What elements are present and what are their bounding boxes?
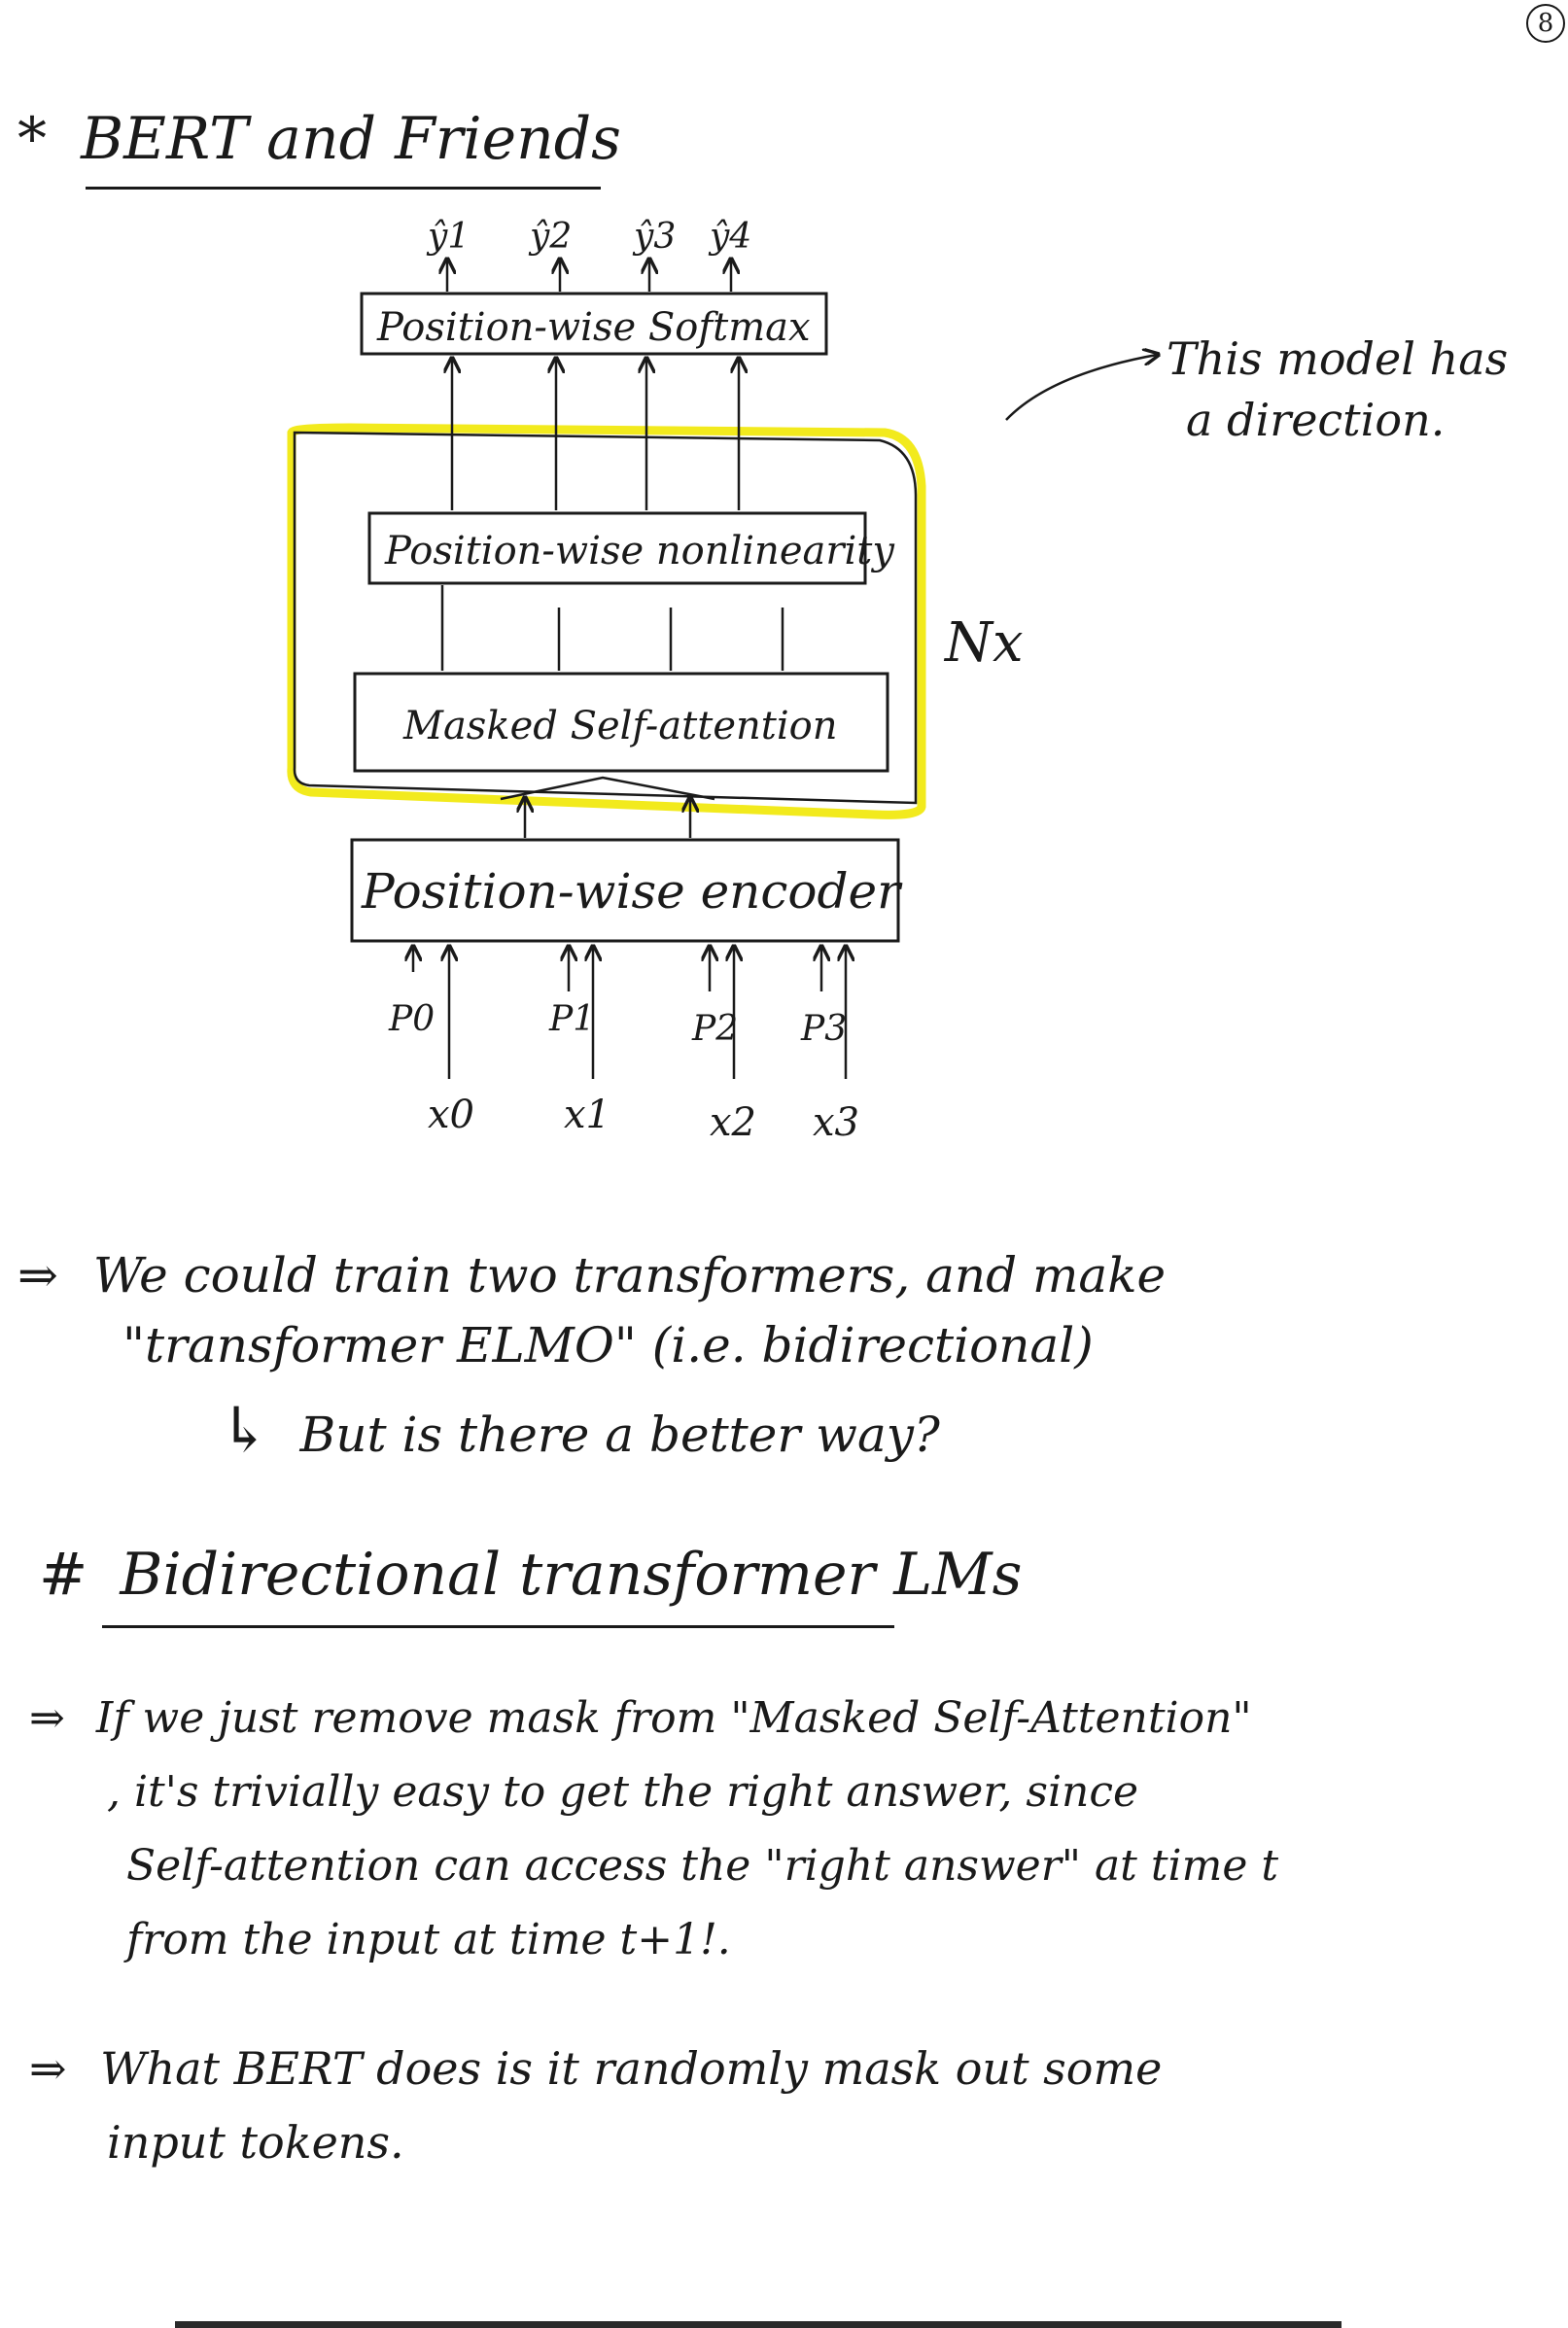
output-label: ŷ4 <box>708 217 751 257</box>
softmax-label: Position-wise Softmax <box>376 305 811 350</box>
annotation-arrow <box>1005 355 1157 421</box>
position-label: P3 <box>800 1009 847 1049</box>
position-label: P0 <box>388 999 435 1039</box>
heading-underline <box>86 187 601 190</box>
input-label: x3 <box>813 1100 859 1145</box>
heading-underline <box>102 1625 894 1628</box>
repeat-label: Nx <box>943 611 1024 675</box>
output-label: ŷ2 <box>528 217 572 257</box>
annotation-line: a direction. <box>1186 394 1445 446</box>
softmax-input-arrows <box>452 360 739 510</box>
nonlinearity-connectors <box>440 585 784 671</box>
page-number: 8 <box>1526 4 1565 43</box>
implication-arrow-icon: ⇒ <box>29 1693 65 1743</box>
note-first-line: ⇒ What BERT does is it randomly mask out… <box>29 2032 1162 2105</box>
softmax-box <box>360 292 828 356</box>
note-line: Self-attention can access the "right ans… <box>126 1841 1279 1891</box>
note-block-3: ⇒ What BERT does is it randomly mask out… <box>29 2032 1162 2179</box>
note-line: input tokens. <box>107 2116 404 2169</box>
repeat-block-highlight <box>287 423 926 819</box>
heading-bullet: * <box>17 105 47 173</box>
attention-label: Masked Self-attention <box>402 704 837 748</box>
encoder-label: Position-wise encoder <box>361 863 903 920</box>
page-bottom-edge <box>175 2321 1342 2328</box>
attention-box <box>353 672 889 773</box>
note-line: from the input at time t+1!. <box>126 1915 731 1964</box>
input-label: x0 <box>428 1093 474 1137</box>
nonlinearity-label: Position-wise nonlinearity <box>384 529 895 573</box>
note-block-1: ⇒ We could train two transformers, and m… <box>17 1242 1166 1308</box>
position-label: P2 <box>691 1009 738 1049</box>
encoder-box <box>350 838 900 943</box>
architecture-diagram: ŷ1 ŷ2 ŷ3 ŷ4 Position-wise Softmax Positi… <box>287 217 1508 1145</box>
sub-arrow-icon: ↳ <box>219 1395 271 1467</box>
note-line: If we just remove mask from "Masked Self… <box>95 1693 1252 1743</box>
heading-title: Bidirectional transformer LMs <box>120 1541 1023 1609</box>
output-arrows <box>447 261 731 292</box>
input-label: x1 <box>564 1093 610 1137</box>
implication-arrow-icon: ⇒ <box>17 1247 58 1303</box>
nonlinearity-box <box>367 511 867 585</box>
note-line: We could train two transformers, and mak… <box>92 1247 1167 1303</box>
section-heading-bidirectional: # Bidirectional transformer LMs <box>39 1541 1022 1609</box>
repeat-block-outline <box>293 431 918 805</box>
heading-title: BERT and Friends <box>81 105 621 173</box>
section-heading-bert: * BERT and Friends <box>17 105 621 173</box>
note-line: But is there a better way? <box>299 1407 940 1463</box>
note-line: , it's trivially easy to get the right a… <box>107 1767 1139 1817</box>
input-label: x2 <box>710 1100 756 1145</box>
output-label: ŷ1 <box>426 217 470 257</box>
input-arrows <box>413 948 846 1079</box>
implication-arrow-icon: ⇒ <box>29 2042 67 2095</box>
encoder-connectors <box>500 776 715 838</box>
position-label: P1 <box>548 999 595 1039</box>
note-block-2: ⇒ If we just remove mask from "Masked Se… <box>29 1682 1278 1977</box>
note-first-line: ⇒ If we just remove mask from "Masked Se… <box>29 1682 1278 1755</box>
heading-bullet: # <box>39 1541 88 1609</box>
note-line: "transformer ELMO" (i.e. bidirectional) <box>122 1317 1094 1373</box>
output-label: ŷ3 <box>632 217 676 257</box>
note-sub-block: ↳ But is there a better way? <box>219 1398 940 1468</box>
note-line: What BERT does is it randomly mask out s… <box>100 2042 1163 2095</box>
annotation-line: This model has <box>1167 332 1508 385</box>
